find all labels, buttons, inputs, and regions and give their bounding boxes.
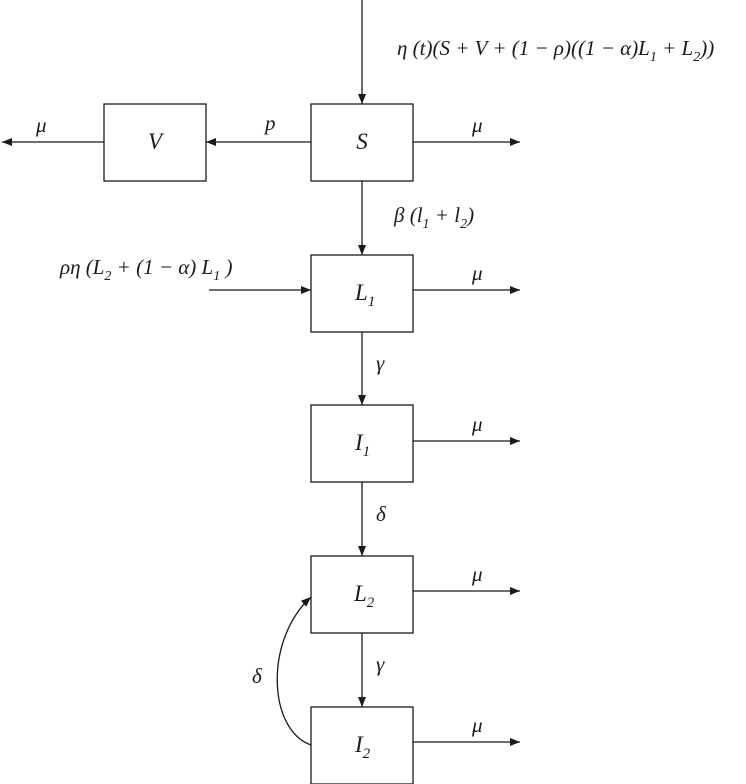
label-S-to-L1: β (l1 + l2)	[393, 203, 474, 232]
label-L1: L1	[354, 280, 375, 310]
label-I2-main: I	[354, 732, 364, 757]
label-I1-out: μ	[471, 412, 483, 436]
label-I2-sub: 2	[363, 746, 371, 762]
label-L1-main: L	[354, 280, 368, 305]
label-V: V	[148, 129, 165, 154]
label-L1-to-I1: γ	[376, 351, 385, 375]
label-S-to-V: p	[263, 111, 276, 135]
label-I1-to-L2: δ	[376, 502, 387, 526]
label-I2-to-L2: δ	[252, 664, 263, 688]
label-L2-out: μ	[471, 562, 483, 586]
box-I2	[310, 706, 414, 784]
label-L1-sub: 1	[368, 294, 376, 310]
label-I1: I1	[354, 430, 370, 460]
label-L2-to-I2: γ	[376, 652, 385, 676]
label-inflow-S: η (t)(S + V + (1 − ρ)((1 − α)L1 + L2))	[397, 36, 714, 65]
label-L1-out: μ	[471, 261, 483, 285]
box-I1	[310, 404, 414, 483]
arrow-I2-to-L2	[276, 596, 312, 746]
label-L2-main: L	[353, 581, 367, 606]
label-I2-out: μ	[471, 713, 483, 737]
label-I2: I2	[354, 732, 371, 762]
box-V	[103, 103, 207, 182]
label-inflow-L1: ρη (L2 + (1 − α) L1 )	[59, 255, 232, 284]
label-S: S	[356, 129, 368, 154]
label-I1-sub: 1	[363, 444, 371, 460]
label-L2-sub: 2	[367, 595, 375, 611]
label-V-out: μ	[35, 113, 47, 137]
box-S	[310, 103, 414, 182]
label-L2: L2	[353, 581, 375, 611]
label-S-out: μ	[471, 113, 483, 137]
label-I1-main: I	[354, 430, 364, 455]
